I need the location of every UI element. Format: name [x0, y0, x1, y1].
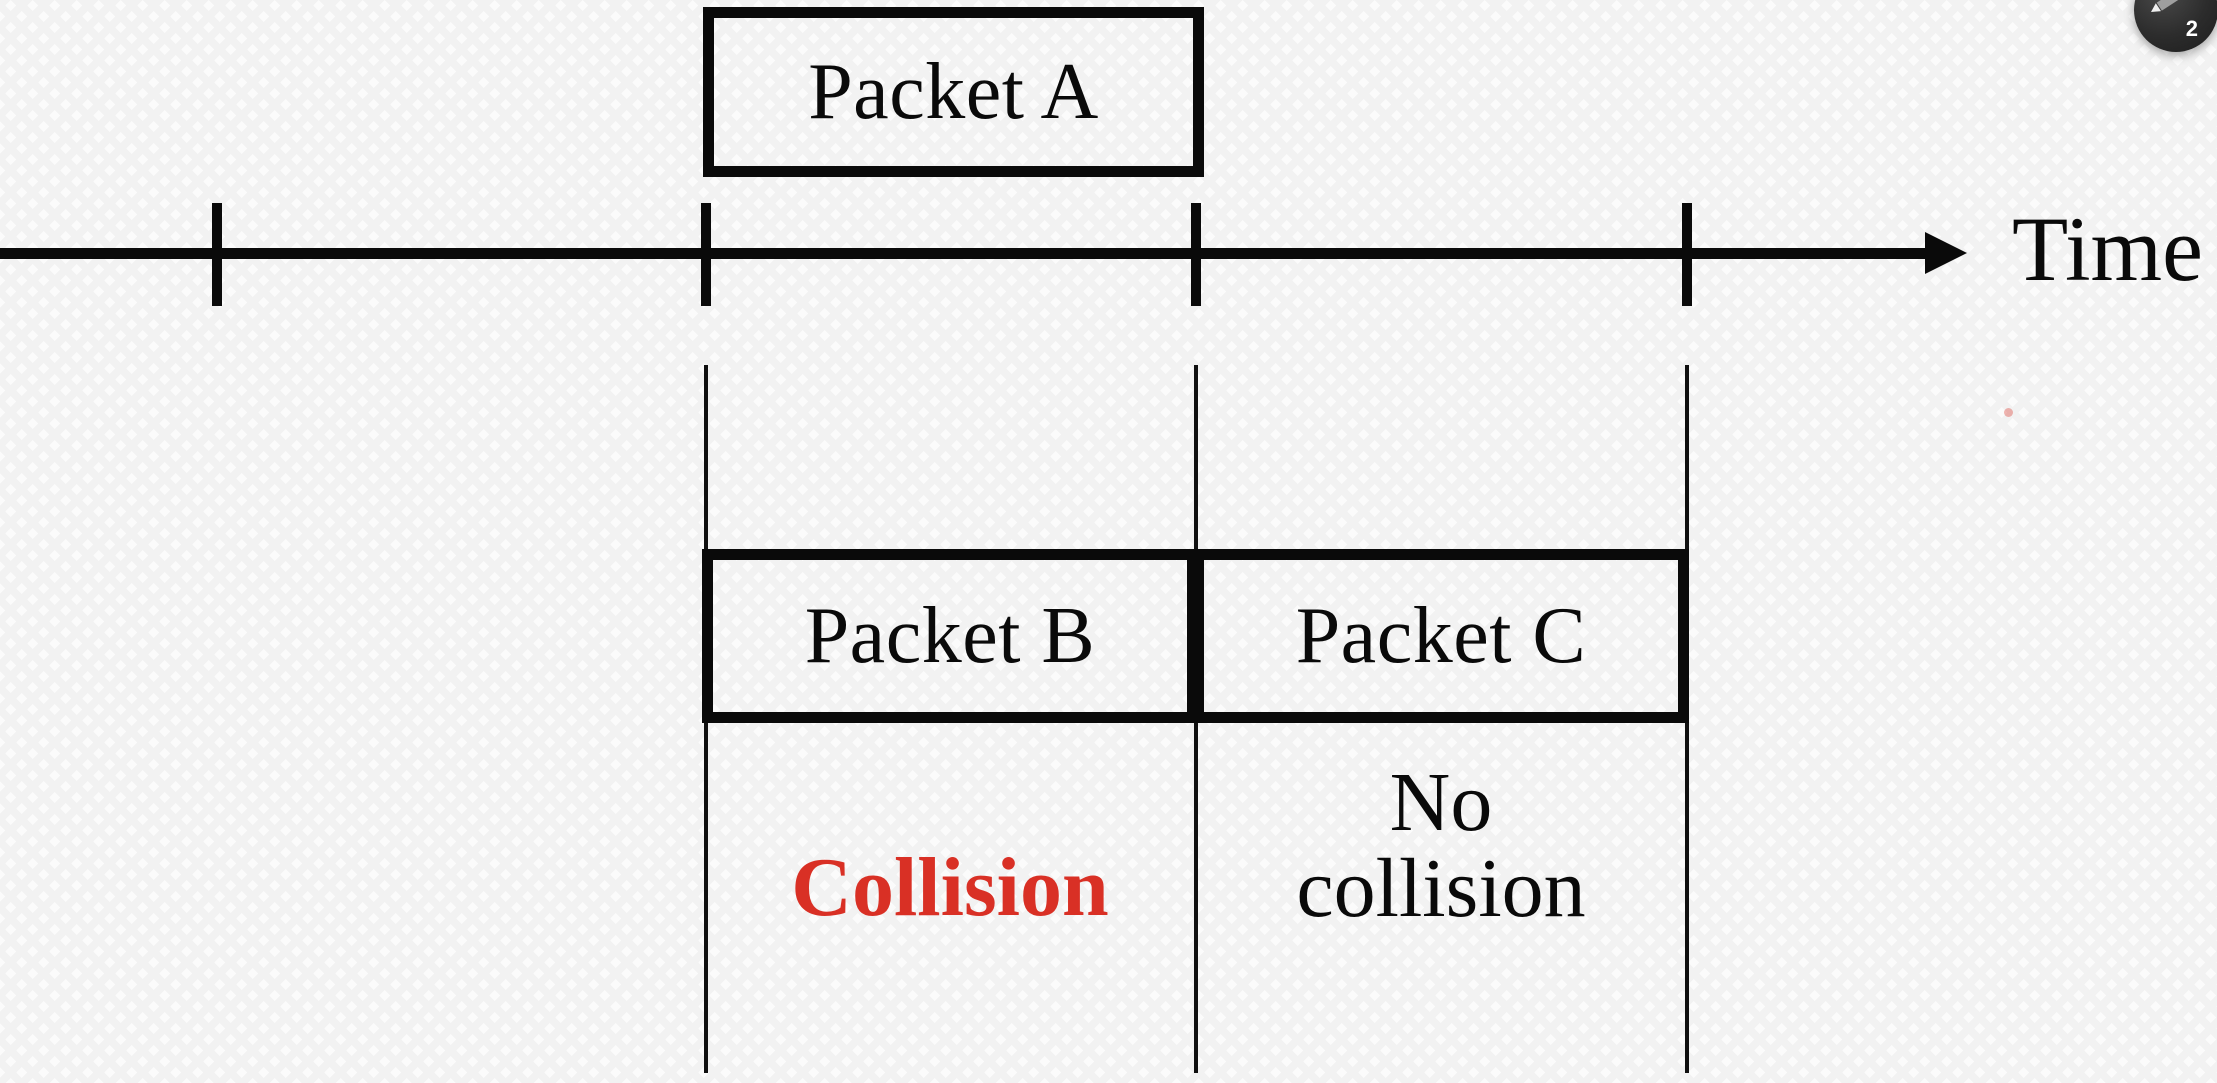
no-collision-annotation: No collision	[1296, 756, 1586, 935]
collision-annotation: Collision	[791, 841, 1109, 934]
red-ink-dot	[2004, 408, 2013, 417]
time-axis-tick-1	[212, 203, 222, 306]
packet-label-c: Packet C	[1295, 592, 1587, 680]
time-axis-tick-2	[701, 203, 711, 306]
pen-icon	[2150, 0, 2185, 12]
time-axis-line	[0, 248, 1930, 259]
time-axis-tick-4	[1682, 203, 1692, 306]
time-axis-label: Time	[2012, 198, 2203, 300]
time-axis-tick-3	[1191, 203, 1201, 306]
packet-box-a[interactable]: Packet A	[703, 7, 1204, 177]
packet-box-b[interactable]: Packet B	[702, 549, 1198, 723]
time-axis-arrowhead	[1925, 232, 1967, 274]
packet-label-a: Packet A	[808, 48, 1099, 136]
pen-tool-badge: 2	[2185, 16, 2198, 41]
packet-box-c[interactable]: Packet C	[1193, 549, 1689, 723]
pen-tool-button[interactable]: 2	[2134, 0, 2217, 52]
packet-label-b: Packet B	[804, 592, 1096, 680]
